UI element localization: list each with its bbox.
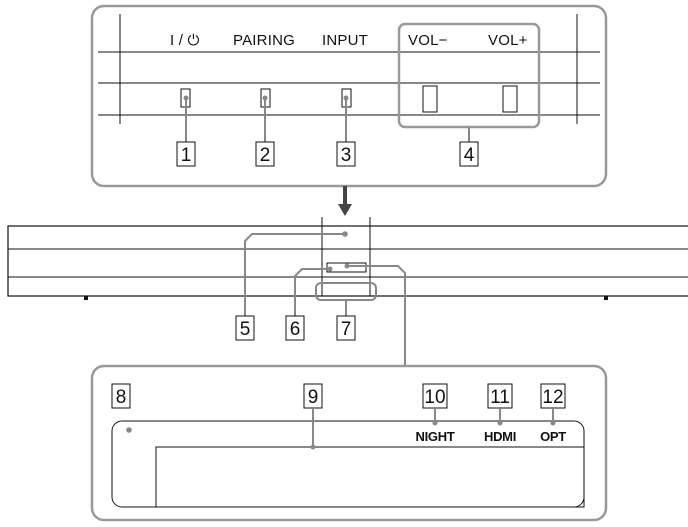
soundbar-left-foot bbox=[84, 296, 88, 300]
callout-box-12 bbox=[540, 383, 566, 409]
callout-6: 6 bbox=[290, 319, 301, 340]
input-button-label: INPUT bbox=[322, 32, 368, 49]
callout-10: 10 bbox=[424, 387, 445, 408]
status-indicator-dot bbox=[126, 427, 132, 433]
display-panel-frame bbox=[90, 364, 608, 522]
callout-11: 11 bbox=[490, 387, 510, 408]
callout-box-1 bbox=[176, 141, 196, 167]
callout-12: 12 bbox=[542, 387, 563, 408]
callout-1-dot bbox=[183, 95, 189, 101]
callout-1: 1 bbox=[181, 145, 192, 166]
callout-box-11 bbox=[487, 383, 513, 409]
display-zoom-connector bbox=[347, 265, 406, 366]
callout-3: 3 bbox=[341, 145, 352, 166]
callout-box-2 bbox=[255, 141, 275, 167]
vol-plus-button-label: VOL+ bbox=[488, 32, 528, 49]
callout-9-dot bbox=[310, 444, 316, 450]
vol-plus-button[interactable] bbox=[502, 85, 518, 113]
callout-9: 9 bbox=[308, 387, 319, 408]
hdmi-indicator-label: HDMI bbox=[484, 429, 516, 444]
callout-8: 8 bbox=[116, 387, 127, 408]
night-indicator-label: NIGHT bbox=[416, 429, 455, 444]
callout-5-dot bbox=[342, 231, 348, 237]
callout-box-6 bbox=[285, 315, 305, 341]
callout-11-dot bbox=[497, 420, 503, 426]
callout-2-dot bbox=[262, 95, 268, 101]
power-button-label: I / ⏻ bbox=[170, 32, 200, 49]
top-panel-frame bbox=[90, 4, 608, 188]
callout-box-4 bbox=[459, 141, 479, 167]
callout-box-8 bbox=[111, 383, 131, 409]
callout-box-3 bbox=[336, 141, 356, 167]
callout-5-leader bbox=[244, 233, 345, 316]
callout-7: 7 bbox=[341, 319, 352, 340]
callout-box-5 bbox=[235, 315, 255, 341]
display-screen bbox=[155, 446, 585, 508]
vol-minus-button-label: VOL− bbox=[408, 32, 448, 49]
callout-6-dot bbox=[327, 266, 333, 272]
callout-6-leader bbox=[294, 268, 330, 316]
callout-3-dot bbox=[343, 95, 349, 101]
callout-2: 2 bbox=[260, 145, 271, 166]
callout-12-dot bbox=[550, 420, 556, 426]
callout-box-7 bbox=[336, 315, 356, 341]
vol-minus-button[interactable] bbox=[422, 85, 438, 113]
callout-5: 5 bbox=[240, 319, 251, 340]
callout-4: 4 bbox=[464, 145, 475, 166]
zoom-arrow-head bbox=[338, 204, 352, 216]
pairing-button-label: PAIRING bbox=[233, 32, 295, 49]
display-zoom-dot bbox=[344, 263, 350, 269]
soundbar-right-foot bbox=[604, 296, 608, 300]
callout-10-dot bbox=[432, 420, 438, 426]
callout-box-10 bbox=[422, 383, 448, 409]
opt-indicator-label: OPT bbox=[540, 429, 566, 444]
soundbar-body bbox=[7, 225, 688, 297]
